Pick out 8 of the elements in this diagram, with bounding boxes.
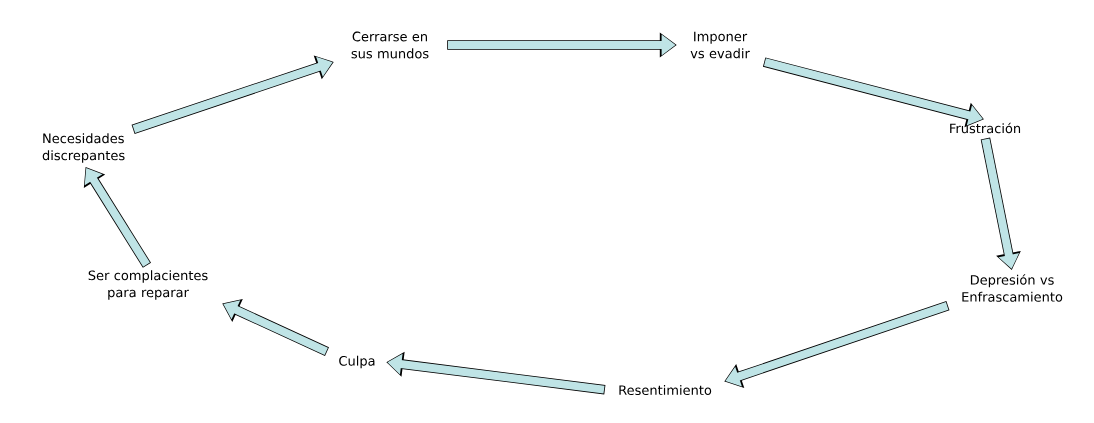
step-label: Necesidades discrepantes xyxy=(42,133,125,163)
step-label: Resentimiento xyxy=(619,384,712,396)
step-label: Culpa xyxy=(339,355,375,369)
step-label: Cerrarse en sus mundos xyxy=(351,31,429,59)
step-label: Imponer vs evadir xyxy=(690,31,750,59)
step-label: Ser complacientes para reparar xyxy=(88,270,208,300)
step-label: Frustración xyxy=(950,122,1021,134)
step-label: Depresión vs Enfrascamiento xyxy=(962,274,1063,302)
